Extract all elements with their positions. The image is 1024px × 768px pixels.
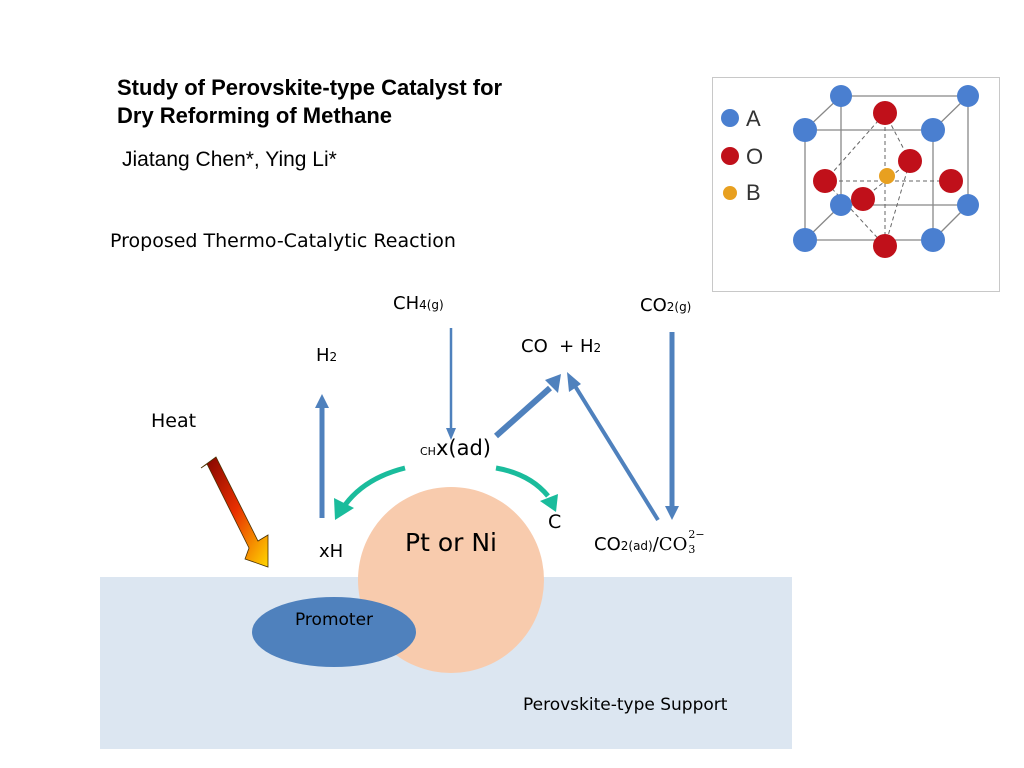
co2-gas-label: CO2(g) [640, 295, 692, 316]
carbon-label: C [548, 511, 562, 533]
co2ad-to-syngas-arrow [567, 372, 660, 522]
ch4-adsorption-arrow [446, 328, 456, 440]
syngas-label: CO + H2 [521, 336, 602, 357]
h2-desorption-arrow [315, 394, 329, 518]
h2-label: H2 [316, 345, 338, 366]
legend-atom-a [721, 109, 739, 127]
co2-adsorption-arrow [665, 332, 679, 520]
legend-atom-o [721, 147, 739, 165]
title-line-2: Dry Reforming of Methane [117, 103, 393, 128]
heat-arrow [200, 456, 269, 568]
legend-atom-b [723, 186, 737, 200]
perovskite-unit-cell: A O B [721, 85, 979, 258]
chx-ad-label: CHx(ad) [420, 436, 491, 460]
ch4-gas-label: CH4(g) [393, 293, 444, 314]
chx-to-xh-arrow [334, 465, 406, 520]
authors: Jiatang Chen*, Ying Li* [122, 148, 337, 171]
legend-label-a: A [746, 106, 761, 131]
title-line-1: Study of Perovskite-type Catalyst for [117, 75, 503, 100]
legend-label-b: B [746, 180, 761, 205]
diagram-subtitle: Proposed Thermo-Catalytic Reaction [110, 230, 456, 252]
chx-to-syngas-arrow [494, 374, 561, 439]
metal-label: Pt or Ni [405, 528, 497, 557]
support-label: Perovskite-type Support [523, 695, 728, 715]
page-title: Study of Perovskite-type Catalyst for Dr… [117, 74, 502, 130]
promoter-label: Promoter [294, 610, 374, 630]
promoter-ellipse [252, 597, 416, 667]
xh-label: xH [319, 541, 344, 562]
heat-label: Heat [151, 410, 197, 432]
legend-label-o: O [746, 144, 763, 169]
perovskite-structure-figure: A O B [712, 77, 1000, 292]
chx-to-c-arrow [495, 465, 558, 512]
